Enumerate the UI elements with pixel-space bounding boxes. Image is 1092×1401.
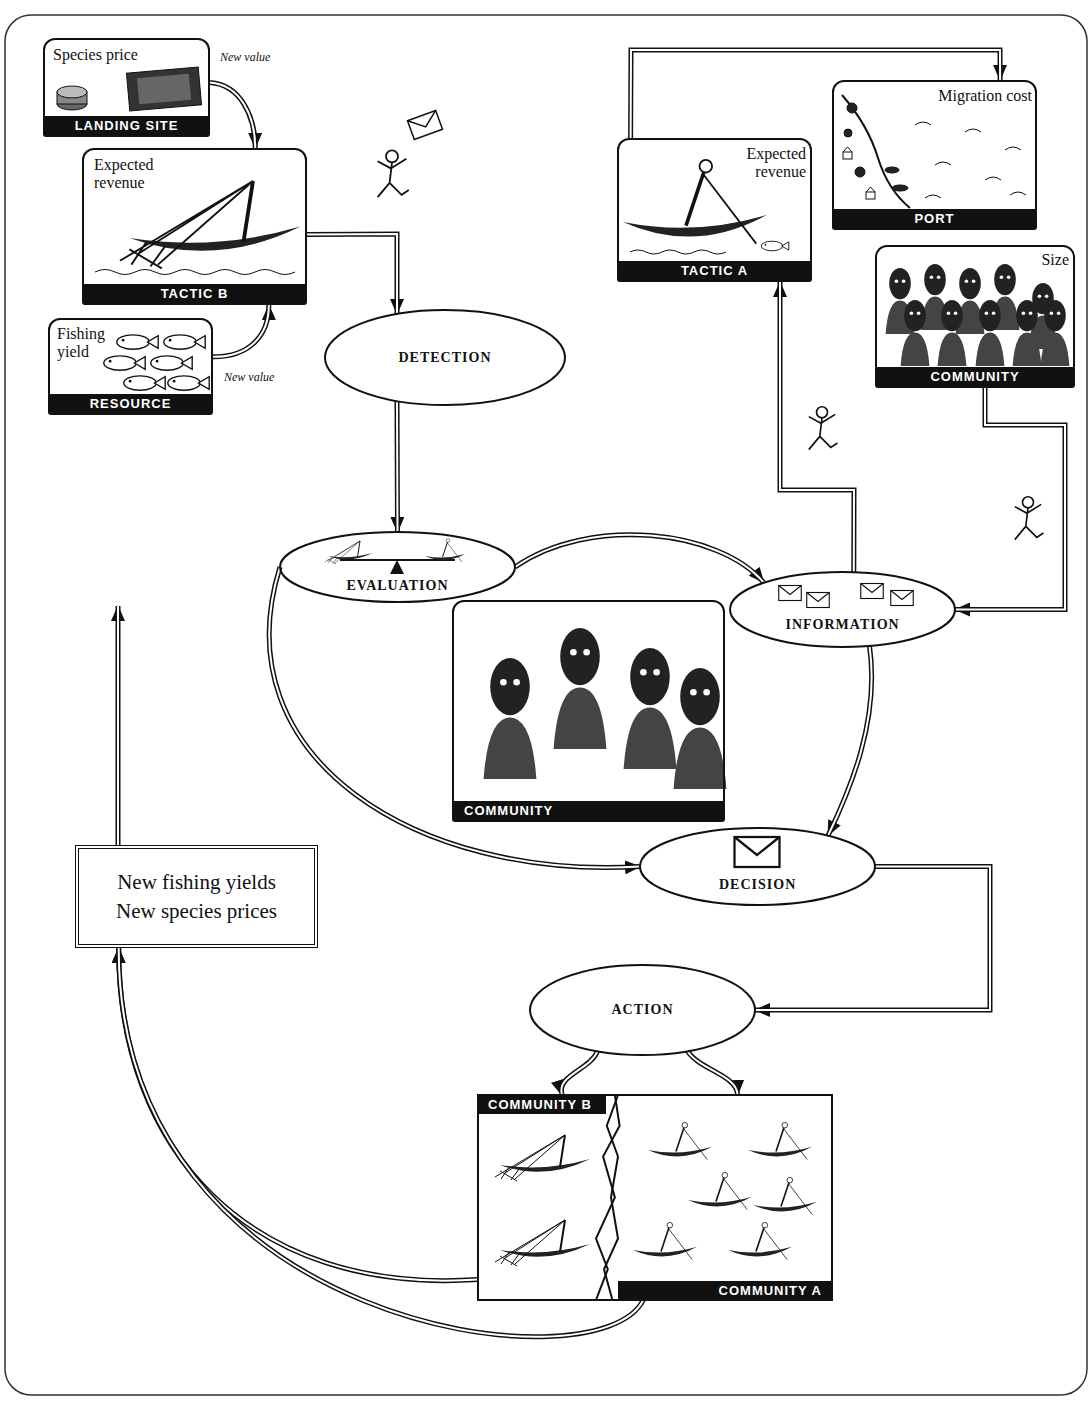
text-box: Migration costPORT xyxy=(832,80,1037,230)
page-frame xyxy=(5,15,1087,1395)
connector xyxy=(269,567,640,868)
fleet-b xyxy=(495,1135,590,1266)
connector-core xyxy=(396,401,399,532)
return-arrow xyxy=(118,606,119,845)
connector-core xyxy=(210,83,255,148)
text-box: Expected revenueTACTIC A xyxy=(617,138,812,282)
messengers xyxy=(378,110,1044,539)
connector-core xyxy=(119,948,478,1281)
ellipse-outline xyxy=(730,572,955,647)
box-heading: Expected revenue xyxy=(94,156,179,193)
connector xyxy=(307,234,397,314)
connector-line xyxy=(269,567,640,868)
connector-line xyxy=(561,1051,597,1095)
band-label: COMMUNITY xyxy=(877,367,1073,386)
connector-line xyxy=(307,234,397,314)
connector-line xyxy=(828,646,872,836)
connector xyxy=(210,83,255,148)
connector xyxy=(119,948,644,1337)
connector-line xyxy=(119,948,478,1281)
connector xyxy=(561,1051,597,1095)
connector xyxy=(955,388,1065,610)
envelopes xyxy=(735,584,914,868)
band-label: COMMUNITY xyxy=(454,801,723,820)
connector xyxy=(397,401,399,532)
torn-outline xyxy=(478,1095,618,1300)
ellipse-node: ACTION xyxy=(530,965,755,1055)
box-heading: Migration cost xyxy=(904,87,1032,105)
node-label: EVALUATION xyxy=(347,577,449,595)
connector-core xyxy=(119,948,644,1337)
connector-core xyxy=(307,234,397,314)
box-heading: Size xyxy=(1027,251,1069,269)
connector-core xyxy=(561,1051,597,1095)
fish-picture xyxy=(104,335,209,390)
connector-line xyxy=(119,948,644,1337)
connector-line xyxy=(210,83,255,148)
connector xyxy=(119,948,478,1281)
band-label: TACTIC A xyxy=(619,261,810,280)
connector-core xyxy=(955,388,1065,610)
picture-panel: COMMUNITY A xyxy=(596,1095,832,1300)
text-box: Fishing yieldRESOURCE xyxy=(48,318,213,415)
ellipse-node: DECISION xyxy=(640,828,875,905)
result-box: New fishing yieldsNew species prices xyxy=(75,845,318,948)
net-boat-picture xyxy=(95,181,301,275)
crowd-picture xyxy=(886,264,1070,366)
edge-label: New value xyxy=(222,370,276,385)
node-label: ACTION xyxy=(612,1001,674,1019)
connector xyxy=(828,646,872,836)
edge-label: New value xyxy=(218,50,272,65)
band-label: PORT xyxy=(834,209,1035,228)
connector-core xyxy=(688,1051,738,1095)
text-box: Expected revenueTACTIC B xyxy=(82,148,307,305)
picture-panel: COMMUNITY B xyxy=(478,1095,618,1300)
torn-outline xyxy=(596,1095,832,1300)
connector-core xyxy=(269,567,640,868)
band-label: TACTIC B xyxy=(84,284,305,303)
band-label: RESOURCE xyxy=(50,394,211,413)
text-box: COMMUNITY xyxy=(452,600,725,822)
box-heading: Species price xyxy=(53,46,163,64)
text-box: SizeCOMMUNITY xyxy=(875,245,1075,388)
box-heading: Expected revenue xyxy=(732,145,806,182)
connector-line xyxy=(213,305,269,357)
fleet-a xyxy=(633,1122,817,1259)
band-label: COMMUNITY A xyxy=(618,1281,832,1300)
connector-line xyxy=(780,282,854,572)
box-heading: Fishing yield xyxy=(57,325,115,362)
node-label: INFORMATION xyxy=(786,616,900,634)
connector xyxy=(780,282,854,572)
node-label: DETECTION xyxy=(399,349,492,367)
connector-core xyxy=(828,646,872,836)
connector-core xyxy=(780,282,854,572)
band-label: COMMUNITY B xyxy=(478,1095,606,1114)
balance-scale xyxy=(325,539,465,574)
meeting-picture xyxy=(484,628,727,789)
ellipse-node: EVALUATION xyxy=(280,532,515,602)
connector-core xyxy=(515,535,764,583)
text-box: Species priceLANDING SITE xyxy=(43,38,210,137)
connector xyxy=(515,535,764,583)
band-label: LANDING SITE xyxy=(45,116,208,135)
connector-core xyxy=(213,305,269,357)
connector xyxy=(213,305,269,357)
node-label: New fishing yields xyxy=(117,868,276,896)
ellipse-node: INFORMATION xyxy=(730,572,955,647)
connector-line xyxy=(515,535,764,583)
node-label: New species prices xyxy=(116,897,277,925)
coins-banknote xyxy=(57,67,202,111)
ellipse-node: DETECTION xyxy=(325,310,565,405)
port-picture xyxy=(842,95,1026,208)
connector xyxy=(688,1051,738,1095)
node-label: DECISION xyxy=(719,876,796,894)
connector-line xyxy=(955,388,1065,610)
connector-line xyxy=(688,1051,738,1095)
ellipse-outline xyxy=(640,828,875,905)
connector-line xyxy=(395,401,401,532)
